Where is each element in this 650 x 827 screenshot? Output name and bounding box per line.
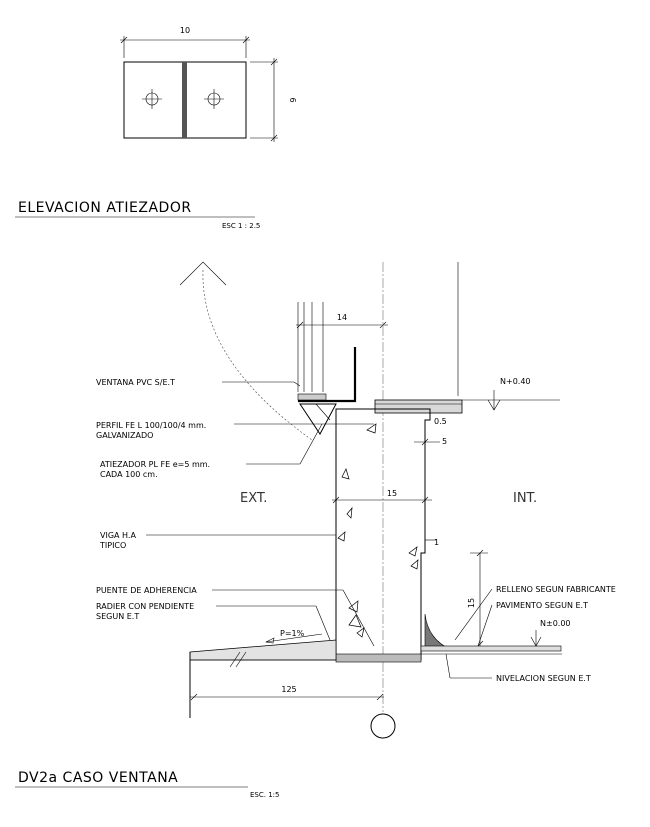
height-dimension <box>250 58 278 142</box>
label-relleno: RELLENO SEGUN FABRICANTE <box>496 585 616 594</box>
interior-slab <box>374 399 463 414</box>
interior-pavement <box>420 645 562 652</box>
dimension-125 <box>190 693 384 701</box>
label-radier-line1: RADIER CON PENDIENTE <box>96 602 194 611</box>
dimension-5 <box>414 438 440 446</box>
label-ventana: VENTANA PVC S/E.T <box>96 378 175 387</box>
height-dimension-value: 6 <box>288 97 297 102</box>
dimension-15-vertical-value: 15 <box>467 598 476 608</box>
width-dimension <box>120 36 250 58</box>
steel-angle-profile <box>298 347 357 403</box>
stiffener-elevation: 10 6 <box>120 26 297 142</box>
concrete-aggregate-marks <box>337 423 419 638</box>
axis-bubble <box>370 713 396 739</box>
label-perfil-line2: GALVANIZADO <box>96 431 153 440</box>
bolt-hole-left <box>142 89 162 109</box>
leader-lines <box>146 381 493 679</box>
dimension-5-value: 5 <box>442 437 447 446</box>
level-floor-value: N±0.00 <box>540 619 571 628</box>
dimension-1-value: 1 <box>434 538 439 547</box>
dimension-14-value: 14 <box>337 313 347 322</box>
dimension-14 <box>296 321 388 329</box>
label-nivelacion: NIVELACION SEGUN E.T <box>496 674 591 683</box>
dimension-125-value: 125 <box>281 685 296 694</box>
window-swing-arrow <box>179 261 227 286</box>
exterior-label: EXT. <box>240 491 267 506</box>
dimension-15-horizontal-value: 15 <box>387 489 397 498</box>
label-viga-line1: VIGA H.A <box>100 531 136 540</box>
beam-base-strip <box>335 653 422 663</box>
interior-label: INT. <box>513 491 537 506</box>
filler-wedge <box>424 613 453 651</box>
level-marker-top <box>462 390 560 411</box>
section-scale: ESC. 1:5 <box>250 791 279 799</box>
width-dimension-value: 10 <box>180 26 190 35</box>
stiffener-center-rib <box>182 62 187 138</box>
window-section: 14 N+0.40 0. <box>146 261 571 739</box>
window-frame-lines <box>297 262 459 396</box>
elevation-title: ELEVACION ATIEZADOR <box>18 200 192 216</box>
label-puente: PUENTE DE ADHERENCIA <box>96 586 197 595</box>
label-perfil-line1: PERFIL FE L 100/100/4 mm. <box>96 421 206 430</box>
slope-arrow <box>265 633 323 643</box>
level-top-value: N+0.40 <box>500 377 531 386</box>
dimension-05-value: 0.5 <box>434 417 447 426</box>
label-atiezador-line2: CADA 100 cm. <box>100 470 158 479</box>
slope-value: P=1% <box>280 629 305 638</box>
window-sill-block <box>297 393 327 401</box>
label-atiezador-line1: ATIEZADOR PL FE e=5 mm. <box>100 460 210 469</box>
label-viga-line2: TIPICO <box>99 541 126 550</box>
exterior-radier <box>189 639 337 661</box>
dimension-15-horizontal <box>332 496 432 504</box>
bolt-hole-right <box>204 89 224 109</box>
level-marker-floor <box>530 630 542 647</box>
section-title: DV2a CASO VENTANA <box>18 770 178 786</box>
stiffener-gusset <box>299 403 337 435</box>
label-radier-line2: SEGUN E.T <box>96 612 139 621</box>
window-swing-arc <box>202 269 313 441</box>
label-pavimento: PAVIMENTO SEGUN E.T <box>496 601 588 610</box>
elevation-scale: ESC 1 : 2.5 <box>222 222 260 230</box>
